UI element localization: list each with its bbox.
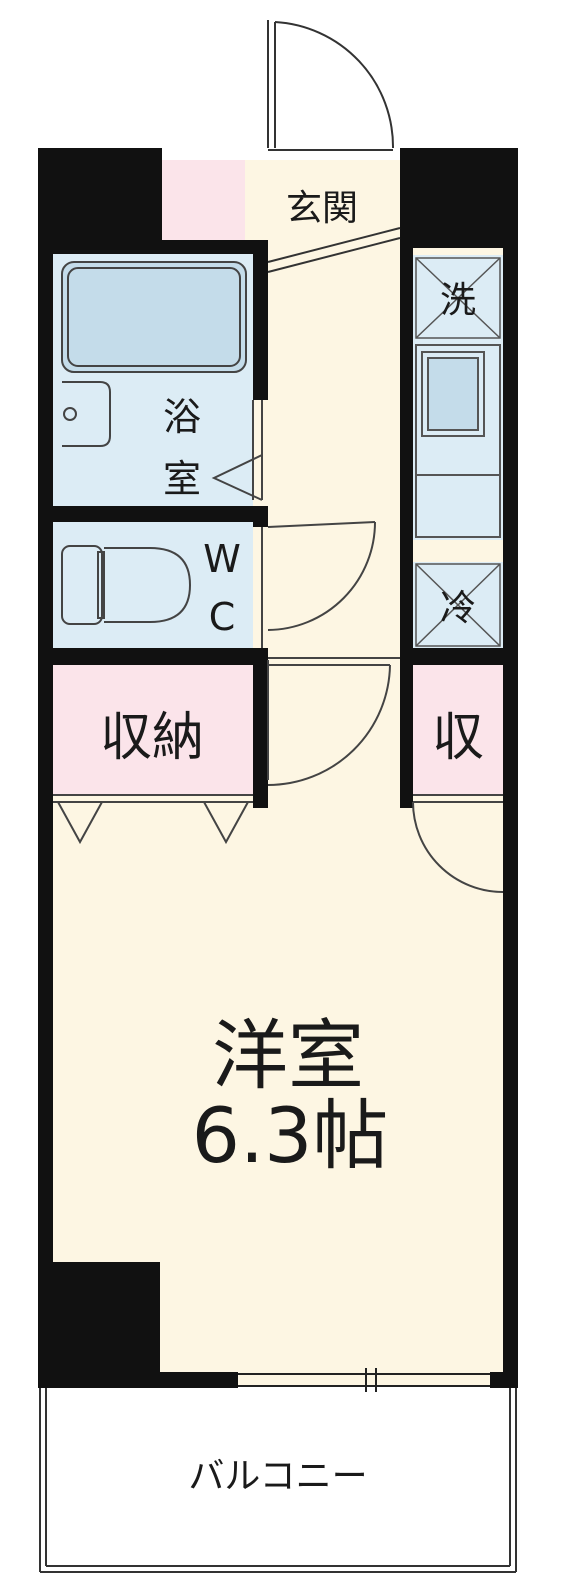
bathroom-door: [211, 400, 263, 501]
fridge-box: [415, 563, 501, 647]
room-door: [267, 657, 400, 786]
walls: [38, 148, 518, 1388]
wc-door: [261, 521, 376, 648]
storage-right-floor: [413, 665, 503, 795]
western-room-label: 洋室: [212, 1011, 364, 1100]
storage-right-label: 収: [432, 708, 484, 768]
western-room-size-label: 6.3帖: [192, 1091, 389, 1180]
bath-label-2: 室: [163, 457, 201, 501]
balcony-outline: [39, 1388, 517, 1573]
wc-floor: [53, 522, 253, 648]
storage-left-doors: [53, 794, 253, 845]
balcony-label: バルコニー: [188, 1456, 367, 1497]
balcony-window: [238, 1368, 490, 1392]
balcony-floor: [38, 1385, 518, 1573]
washer-label: 洗: [440, 280, 476, 321]
storage-left-floor: [53, 665, 253, 795]
bath-label-1: 浴: [163, 395, 201, 439]
wc-label-1: W: [203, 537, 241, 581]
washer-box: [415, 257, 501, 339]
entrance-label: 玄関: [286, 188, 358, 229]
entrance-door: [267, 20, 401, 273]
entrance-floor: [245, 160, 400, 245]
wash-basin: [62, 381, 111, 447]
fridge-label: 冷: [440, 588, 476, 629]
storage-right-door: [412, 794, 504, 893]
kitchen-counter: [415, 344, 501, 538]
toilet: [61, 545, 192, 625]
shoe-storage: [162, 160, 245, 240]
bathtub: [61, 261, 247, 373]
storage-left-label: 収納: [100, 708, 204, 768]
wc-label-2: C: [209, 595, 236, 639]
